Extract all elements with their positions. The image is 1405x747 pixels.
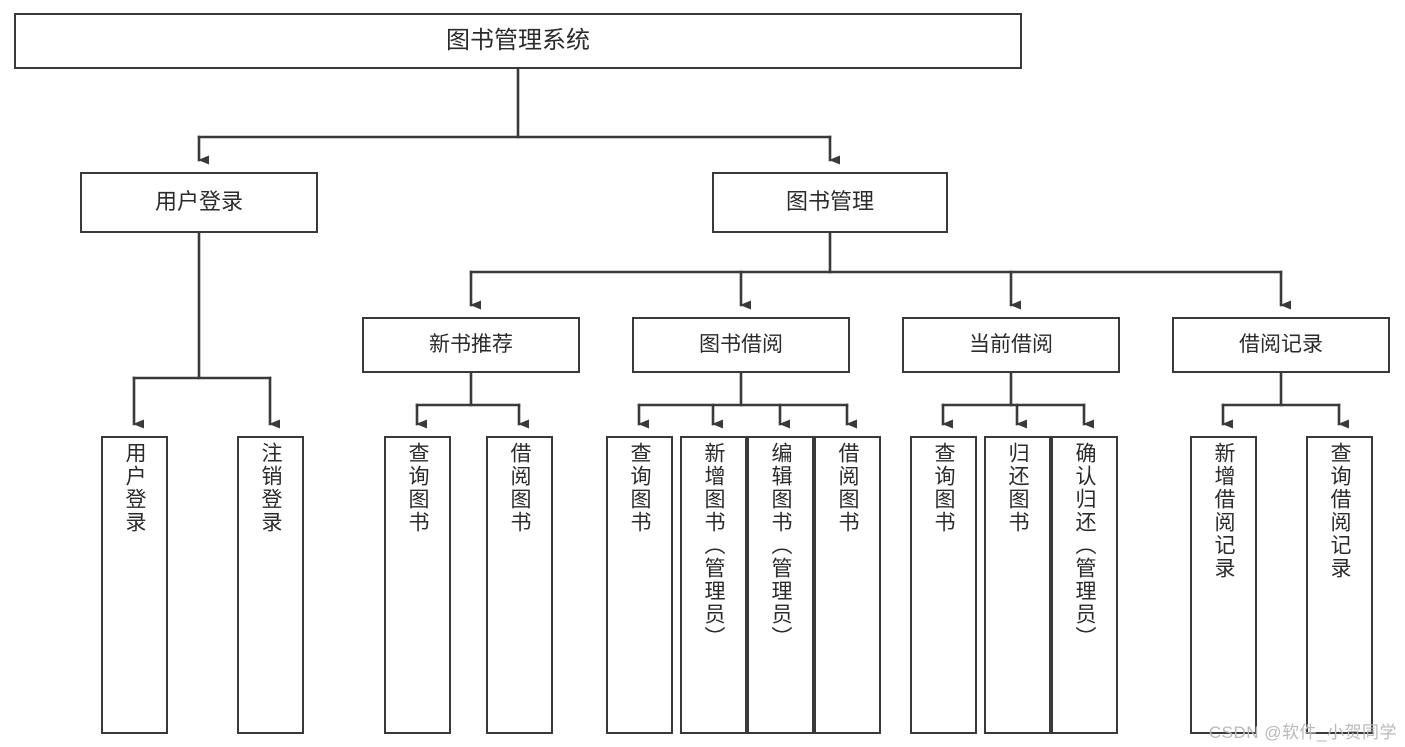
node-leaf-return-book[interactable]: 归还图书 bbox=[984, 436, 1051, 734]
node-leaf-query-book-3-label: 查询图书 bbox=[932, 442, 955, 534]
node-leaf-borrow-book-1[interactable]: 借阅图书 bbox=[486, 436, 553, 734]
node-current-borrow[interactable]: 当前借阅 bbox=[902, 317, 1120, 373]
edge-group-current-borrow-to-leaves bbox=[941, 371, 1094, 429]
node-leaf-user-login[interactable]: 用户登录 bbox=[101, 436, 168, 734]
node-leaf-edit-book-admin-label: 编辑图书（管理员） bbox=[769, 442, 792, 649]
node-leaf-confirm-return-admin[interactable]: 确认归还（管理员） bbox=[1051, 436, 1118, 734]
edge-group-book-borrow-to-leaves bbox=[637, 371, 857, 429]
node-leaf-add-borrow-record-label: 新增借阅记录 bbox=[1212, 442, 1235, 580]
node-leaf-query-borrow-record[interactable]: 查询借阅记录 bbox=[1306, 436, 1373, 734]
node-leaf-query-book-1[interactable]: 查询图书 bbox=[384, 436, 451, 734]
node-leaf-add-borrow-record[interactable]: 新增借阅记录 bbox=[1190, 436, 1257, 734]
edge-group-user-login-to-leaves bbox=[132, 231, 280, 429]
edge-group-new-book-to-leaves bbox=[415, 371, 529, 429]
edge-group-book-management-to-level3 bbox=[469, 231, 1291, 310]
node-borrow-record[interactable]: 借阅记录 bbox=[1172, 317, 1390, 373]
node-root-label: 图书管理系统 bbox=[446, 26, 590, 54]
node-book-borrow-label: 图书借阅 bbox=[699, 333, 783, 357]
node-leaf-query-book-1-label: 查询图书 bbox=[406, 442, 429, 534]
node-book-management-label: 图书管理 bbox=[785, 189, 874, 215]
node-leaf-logout-login[interactable]: 注销登录 bbox=[237, 436, 304, 734]
node-leaf-add-book-admin-label: 新增图书（管理员） bbox=[702, 442, 725, 649]
node-new-book-recommend-label: 新书推荐 bbox=[429, 333, 513, 357]
node-current-borrow-label: 当前借阅 bbox=[969, 333, 1053, 357]
node-book-borrow[interactable]: 图书借阅 bbox=[632, 317, 850, 373]
node-user-login-label: 用户登录 bbox=[154, 189, 243, 215]
edge-group-borrow-record-to-leaves bbox=[1221, 371, 1349, 429]
node-leaf-user-login-label: 用户登录 bbox=[123, 442, 146, 534]
node-leaf-borrow-book-2-label: 借阅图书 bbox=[836, 442, 859, 534]
node-leaf-borrow-book-1-label: 借阅图书 bbox=[508, 442, 531, 534]
node-leaf-return-book-label: 归还图书 bbox=[1006, 442, 1029, 534]
node-leaf-borrow-book-2[interactable]: 借阅图书 bbox=[814, 436, 881, 734]
node-root[interactable]: 图书管理系统 bbox=[14, 13, 1022, 69]
node-leaf-add-book-admin[interactable]: 新增图书（管理员） bbox=[680, 436, 747, 734]
node-leaf-edit-book-admin[interactable]: 编辑图书（管理员） bbox=[747, 436, 814, 734]
node-leaf-query-borrow-record-label: 查询借阅记录 bbox=[1328, 442, 1351, 580]
node-leaf-query-book-2[interactable]: 查询图书 bbox=[606, 436, 673, 734]
node-new-book-recommend[interactable]: 新书推荐 bbox=[362, 317, 580, 373]
node-borrow-record-label: 借阅记录 bbox=[1239, 333, 1323, 357]
node-leaf-query-book-2-label: 查询图书 bbox=[628, 442, 651, 534]
node-leaf-query-book-3[interactable]: 查询图书 bbox=[910, 436, 977, 734]
node-leaf-confirm-return-admin-label: 确认归还（管理员） bbox=[1073, 442, 1096, 649]
edge-group-root-to-level2 bbox=[197, 67, 840, 165]
node-book-management[interactable]: 图书管理 bbox=[712, 172, 948, 233]
node-user-login[interactable]: 用户登录 bbox=[80, 172, 318, 233]
csdn-watermark: CSDN @软件_小贺同学 bbox=[1208, 723, 1397, 742]
node-leaf-logout-login-label: 注销登录 bbox=[259, 442, 282, 534]
